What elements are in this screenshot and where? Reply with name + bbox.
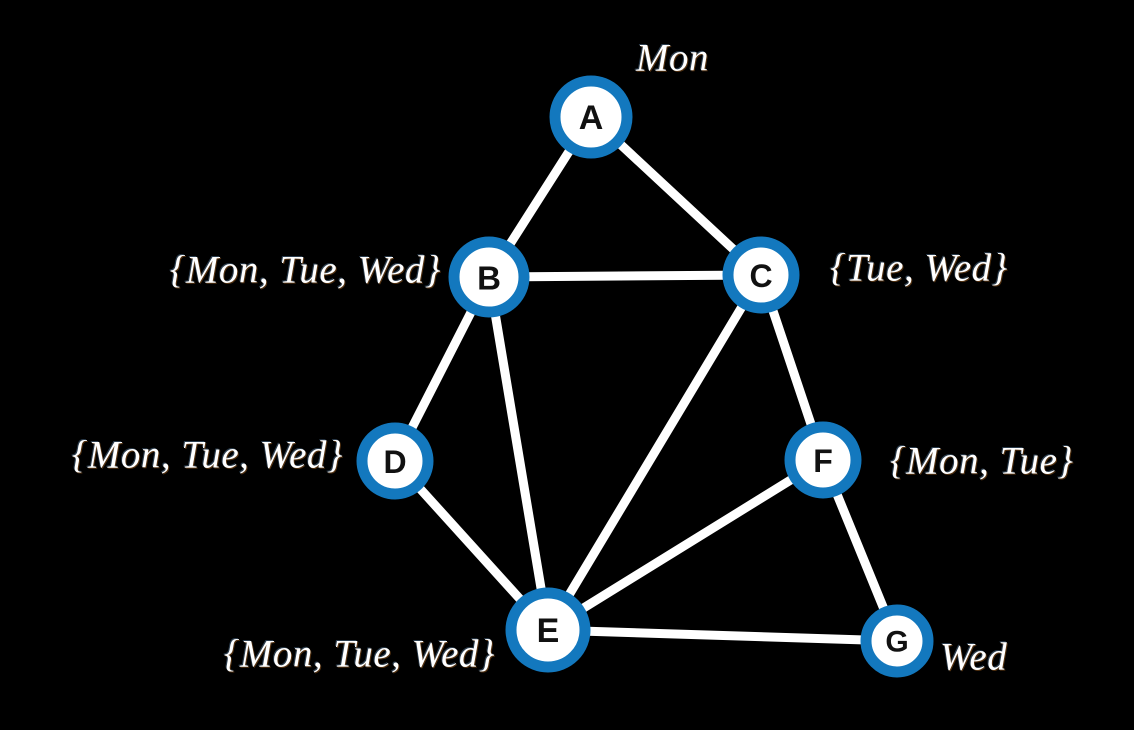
nodes-layer: A B C D E F G — [356, 75, 934, 678]
node-label-d: D — [383, 444, 406, 480]
domain-label-f: {Mon, Tue} — [890, 439, 1074, 483]
domain-label-b: {Mon, Tue, Wed} — [169, 248, 441, 292]
node-label-f: F — [813, 443, 833, 479]
edges-layer — [390, 112, 902, 646]
node-circle-c — [722, 236, 800, 314]
node-e[interactable]: E — [505, 587, 591, 673]
edge-e-f — [543, 455, 828, 635]
edge-b-e — [484, 272, 553, 635]
node-label-e: E — [537, 612, 560, 650]
node-circle-g — [860, 604, 934, 678]
node-circle-f — [784, 421, 862, 499]
domain-label-a: Mon — [636, 36, 709, 80]
domain-label-c: {Tue, Wed} — [830, 246, 1008, 290]
node-c[interactable]: C — [722, 236, 800, 314]
domain-label-e: {Mon, Tue, Wed} — [223, 632, 495, 676]
domain-label-g: Wed — [940, 635, 1008, 679]
node-circle-e — [505, 587, 591, 673]
node-circle-d — [356, 422, 434, 500]
node-b[interactable]: B — [448, 236, 530, 318]
edge-c-e — [543, 270, 766, 635]
node-label-a: A — [579, 99, 604, 137]
node-g[interactable]: G — [860, 604, 934, 678]
node-label-c: C — [749, 258, 772, 294]
node-circle-a — [549, 75, 633, 159]
node-a[interactable]: A — [549, 75, 633, 159]
edge-e-g — [543, 625, 902, 646]
node-label-g: G — [885, 626, 908, 659]
node-circle-b — [448, 236, 530, 318]
node-f[interactable]: F — [784, 421, 862, 499]
node-d[interactable]: D — [356, 422, 434, 500]
domain-label-d: {Mon, Tue, Wed} — [71, 433, 343, 477]
edge-b-c — [484, 270, 766, 282]
node-label-b: B — [477, 260, 501, 297]
